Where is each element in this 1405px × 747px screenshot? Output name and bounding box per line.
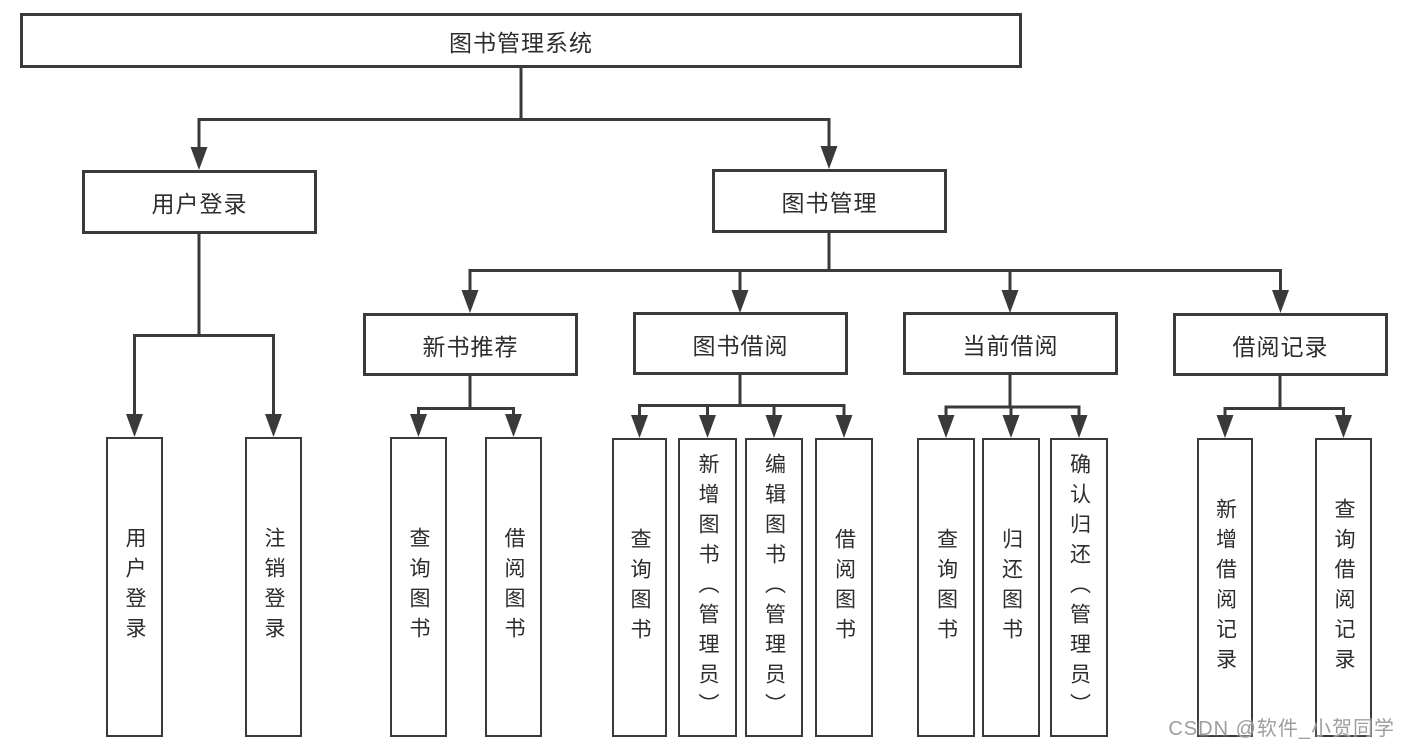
leaf-confirm-return-admin: 确认归还（管理员）: [1050, 438, 1108, 737]
leaf-recommend-borrow-book: 借阅图书: [485, 437, 542, 737]
connector-book-borrow: [638, 375, 846, 420]
node-current-borrow: 当前借阅: [903, 312, 1118, 375]
leaf-return-book-label: 归还图书: [999, 527, 1023, 648]
leaf-user-login-label: 用户登录: [123, 527, 146, 647]
leaf-add-borrow-record: 新增借阅记录: [1197, 438, 1253, 737]
leaf-return-book: 归还图书: [982, 438, 1040, 737]
node-new-book-recommend: 新书推荐: [363, 313, 578, 376]
arrowheads: [126, 146, 1352, 438]
leaf-edit-book-admin: 编辑图书（管理员）: [745, 438, 803, 737]
connector-new-book-recommend: [417, 376, 515, 419]
leaf-logout: 注销登录: [245, 437, 302, 737]
leaf-logout-label: 注销登录: [262, 527, 285, 647]
node-user-login-label: 用户登录: [151, 191, 248, 217]
node-book-borrow-label: 图书借阅: [692, 332, 789, 359]
node-book-management-label: 图书管理: [781, 190, 878, 216]
leaf-current-query-book-label: 查询图书: [934, 527, 958, 648]
node-current-borrow-label: 当前借阅: [962, 332, 1059, 359]
connector-current-borrow: [944, 375, 1081, 420]
node-root-label: 图书管理系统: [449, 29, 593, 56]
leaf-add-book-admin-label: 新增图书（管理员）: [696, 452, 719, 723]
node-book-management: 图书管理: [712, 169, 947, 233]
node-root: 图书管理系统: [20, 13, 1022, 68]
leaf-add-book-admin: 新增图书（管理员）: [678, 438, 737, 737]
node-borrow-record: 借阅记录: [1173, 313, 1388, 376]
leaf-query-borrow-record-label: 查询借阅记录: [1332, 497, 1355, 678]
connector-user-login: [133, 234, 275, 419]
leaf-user-login: 用户登录: [106, 437, 163, 737]
node-book-borrow: 图书借阅: [633, 312, 848, 375]
connector-root: [197, 68, 831, 150]
leaf-borrow-book-label: 借阅图书: [832, 527, 856, 648]
node-borrow-record-label: 借阅记录: [1232, 333, 1329, 360]
leaf-query-borrow-record: 查询借阅记录: [1315, 438, 1372, 737]
leaf-borrow-query-book-label: 查询图书: [628, 527, 651, 648]
leaf-current-query-book: 查询图书: [917, 438, 975, 737]
connector-book-management: [468, 233, 1282, 294]
leaf-confirm-return-admin-label: 确认归还（管理员）: [1067, 452, 1091, 723]
leaf-recommend-query-book: 查询图书: [390, 437, 447, 737]
leaf-borrow-book: 借阅图书: [815, 438, 873, 737]
leaf-recommend-query-book-label: 查询图书: [407, 527, 430, 647]
leaf-recommend-borrow-book-label: 借阅图书: [502, 527, 525, 647]
leaf-borrow-query-book: 查询图书: [612, 438, 667, 737]
leaf-edit-book-admin-label: 编辑图书（管理员）: [762, 452, 786, 723]
connector-borrow-record: [1223, 376, 1345, 420]
leaf-add-borrow-record-label: 新增借阅记录: [1213, 497, 1237, 678]
node-user-login: 用户登录: [82, 170, 317, 234]
node-new-book-recommend-label: 新书推荐: [422, 333, 519, 360]
watermark: CSDN @软件_小贺同学: [1168, 718, 1395, 740]
